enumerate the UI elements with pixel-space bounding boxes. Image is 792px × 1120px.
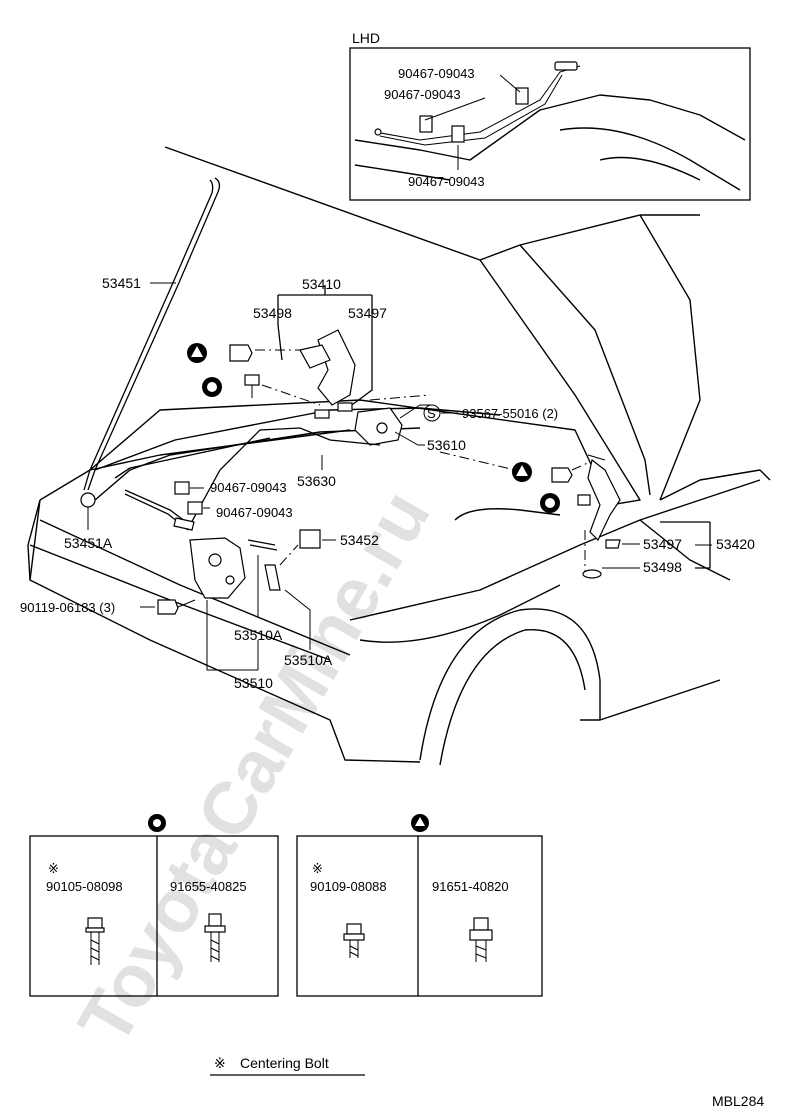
label-53498-top: 53498 bbox=[253, 305, 292, 321]
label-53498-right: 53498 bbox=[643, 559, 682, 575]
label-53510: 53510 bbox=[234, 675, 273, 691]
inset-part-1: 90467-09043 bbox=[398, 66, 475, 81]
circle-fastener-table: ※ 90105-08098 91655-40825 bbox=[29, 814, 279, 997]
inset-part-2: 90467-09043 bbox=[384, 87, 461, 102]
inset-part-3: 90467-09043 bbox=[408, 174, 485, 189]
label-53510A-1: 53510A bbox=[234, 627, 283, 643]
label-90467-a: 90467-09043 bbox=[210, 480, 287, 495]
label-53410: 53410 bbox=[302, 276, 341, 292]
label-53451: 53451 bbox=[102, 275, 141, 291]
label-53420: 53420 bbox=[716, 536, 755, 552]
label-53451A: 53451A bbox=[64, 535, 113, 551]
hood-hinge-right: 53497 53498 53420 bbox=[439, 451, 755, 579]
figure-code: MBL284 bbox=[712, 1093, 764, 1109]
circle-table-part-1: 90105-08098 bbox=[46, 879, 123, 894]
inset-label: LHD bbox=[352, 30, 380, 46]
triangle-table-part-1: 90109-08088 bbox=[310, 879, 387, 894]
label-90467-b: 90467-09043 bbox=[216, 505, 293, 520]
label-53610: 53610 bbox=[427, 437, 466, 453]
label-53630: 53630 bbox=[297, 473, 336, 489]
label-90119: 90119-06183 (3) bbox=[20, 600, 115, 615]
hood-lock-assembly: 53610 S 93567-55016 (2) 53630 90467-0904… bbox=[124, 394, 558, 531]
bolt-icon bbox=[469, 917, 493, 962]
legend-text: Centering Bolt bbox=[240, 1055, 329, 1071]
label-93567: 93567-55016 (2) bbox=[462, 406, 558, 421]
legend: ※ Centering Bolt bbox=[210, 1055, 365, 1076]
circle-table-mark-1: ※ bbox=[48, 861, 59, 876]
watermark: ToyotaCarMine.ru bbox=[62, 476, 446, 1058]
lhd-inset: LHD 90467-09043 90467-09043 90467-09043 bbox=[349, 30, 751, 201]
triangle-table-mark-1: ※ bbox=[312, 861, 323, 876]
triangle-fastener-table: ※ 90109-08088 91651-40820 bbox=[296, 814, 543, 997]
hood-latch-assembly: 53452 53510A 53510A 53510 90119-06183 (3… bbox=[20, 529, 379, 691]
s-mark: S bbox=[427, 406, 436, 421]
hood-hinge-left: 53410 53498 53497 bbox=[187, 276, 387, 419]
hood-support-rod: 53451 53451A bbox=[64, 177, 221, 551]
label-53497-right: 53497 bbox=[643, 536, 682, 552]
circle-table-part-2: 91655-40825 bbox=[170, 879, 247, 894]
bolt-icon bbox=[343, 923, 365, 958]
triangle-table-part-2: 91651-40820 bbox=[432, 879, 509, 894]
car-body-outline bbox=[27, 146, 771, 766]
label-53452: 53452 bbox=[340, 532, 379, 548]
label-53510A-2: 53510A bbox=[284, 652, 333, 668]
legend-mark: ※ bbox=[214, 1055, 226, 1071]
bolt-icon bbox=[85, 917, 105, 965]
label-53497-top: 53497 bbox=[348, 305, 387, 321]
bolt-icon bbox=[204, 913, 226, 962]
